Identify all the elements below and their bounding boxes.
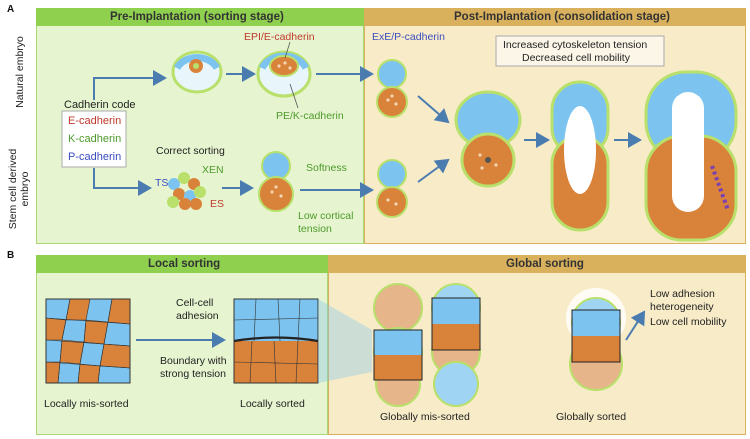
globally-mis-sorted-embryoid-1 (373, 283, 423, 407)
panel-b-global-header-bar (328, 255, 746, 273)
stem-cell-cluster (167, 172, 206, 210)
merged-egg-cylinder (454, 90, 522, 188)
panel-a-pre-header-bar (36, 8, 364, 26)
pe-pointer (289, 83, 299, 109)
arrow-global (625, 310, 646, 341)
low-cortical-label-1: Low cortical (298, 210, 354, 222)
low-mobility-label: Low cell mobility (650, 316, 727, 328)
locally-mis-sorted-tissue (46, 299, 130, 383)
globally-sorted-embryoid (566, 288, 626, 391)
exe-cadherin-label: ExE/P-cadherin (372, 31, 445, 43)
stem-egg-cylinder-early (376, 159, 408, 218)
post-egg-cylinder-late (644, 70, 738, 242)
cadherin-code-title: Cadherin code (64, 99, 136, 111)
softness-label: Softness (306, 162, 347, 174)
globally-sorted-caption: Globally sorted (556, 411, 627, 423)
cell-adhesion-label-2: adhesion (176, 310, 219, 322)
xen-label: XEN (202, 164, 224, 176)
natural-egg-cylinder-early (376, 59, 408, 118)
local-sorting-header: Local sorting (148, 258, 221, 270)
cadherin-p-label: P-cadherin (68, 151, 122, 163)
pe-cadherin-label: PE/K-cadherin (276, 110, 344, 122)
cadherin-code-box (61, 110, 127, 168)
global-sorting-header: Global sorting (506, 258, 584, 270)
cadherin-k-label: K-cadherin (68, 133, 122, 145)
low-cortical-label-2: tension (298, 223, 332, 235)
boundary-label-2: strong tension (160, 368, 226, 380)
natural-blastocyst-early (171, 50, 223, 94)
post-egg-cylinder-mid (550, 80, 610, 232)
stem-embryoid-early (258, 151, 294, 212)
globally-mis-sorted-embryoid-2 (431, 283, 481, 407)
low-adhesion-label-1: Low adhesion (650, 288, 715, 300)
cell-adhesion-label-1: Cell-cell (176, 297, 214, 309)
zoom-projection (318, 299, 372, 383)
tension-line-2: Decreased cell mobility (522, 52, 630, 64)
epi-pointer (284, 41, 291, 59)
panel-a-letter: A (7, 4, 15, 15)
locally-sorted-caption: Locally sorted (240, 398, 305, 410)
locally-mis-sorted-caption: Locally mis-sorted (44, 398, 129, 410)
locally-sorted-tissue (234, 299, 318, 383)
low-adhesion-label-2: heterogeneity (650, 301, 714, 313)
arrow-code-to-stem (93, 168, 152, 196)
post-implantation-header: Post-Implantation (consolidation stage) (454, 11, 670, 23)
panel-a-post-header-bar (364, 8, 746, 26)
arrow-stem-to-merge (417, 158, 450, 183)
boundary-label-1: Boundary with (160, 355, 227, 367)
globally-mis-sorted-caption: Globally mis-sorted (380, 411, 470, 423)
natural-blastocyst-late (256, 50, 312, 98)
ts-label: TS (155, 177, 169, 189)
correct-sorting-label: Correct sorting (156, 145, 225, 157)
epi-cadherin-label: EPI/E-cadherin (244, 31, 315, 43)
arrow-natural-to-merge (417, 95, 450, 124)
arrow-code-to-natural (93, 70, 167, 100)
cadherin-e-label: E-cadherin (68, 115, 122, 127)
es-label: ES (210, 198, 225, 210)
tension-box (495, 35, 665, 67)
panel-b-local-header-bar (36, 255, 328, 273)
pre-implantation-header: Pre-Implantation (sorting stage) (110, 11, 284, 23)
panel-b-letter: B (7, 250, 15, 261)
tension-line-1: Increased cytoskeleton tension (503, 39, 648, 51)
